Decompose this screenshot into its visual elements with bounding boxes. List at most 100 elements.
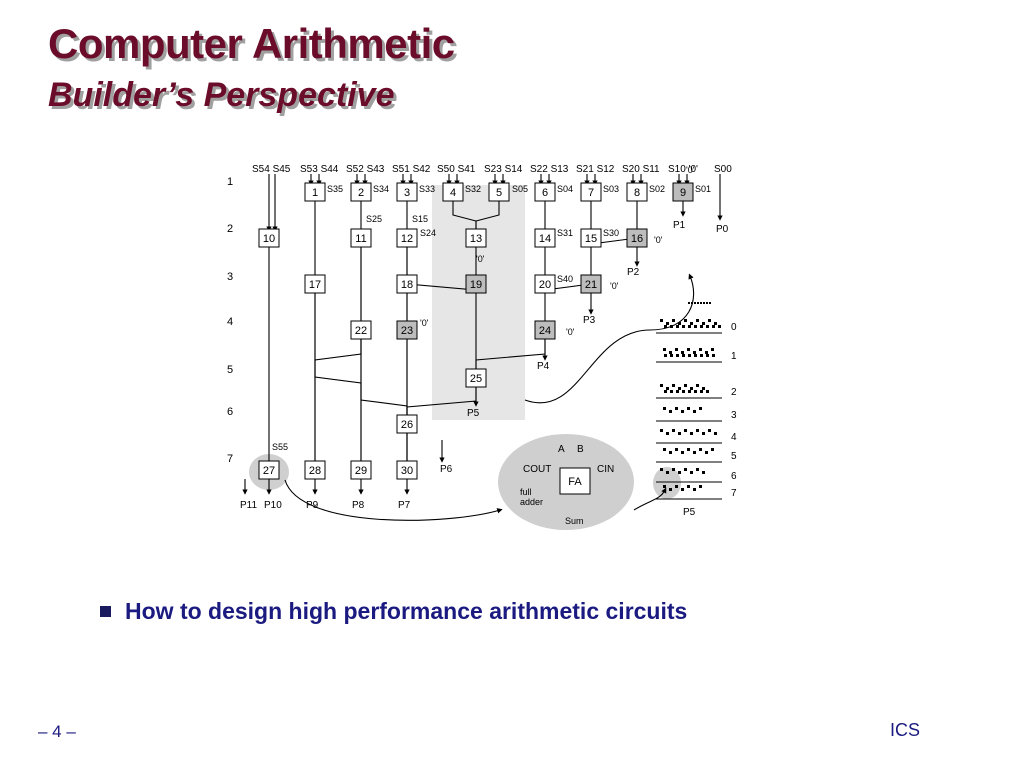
pattern-row-label: 6 (731, 471, 737, 482)
pattern-row-label: 0 (731, 322, 737, 333)
output-label: P0 (716, 224, 729, 235)
pattern-dot (696, 468, 699, 471)
pattern-row-label: 3 (731, 410, 737, 421)
pattern-dot (684, 384, 687, 387)
pattern-dot (697, 302, 699, 304)
adder-node-label: 25 (470, 373, 482, 385)
pattern-dot (694, 354, 697, 357)
pattern-dot (712, 354, 715, 357)
adder-node: 1 (304, 182, 326, 202)
constant-label: '0' (654, 235, 663, 245)
input-label: S01 (695, 184, 711, 194)
adder-node-label: 8 (634, 187, 640, 199)
pattern-dot (718, 325, 721, 328)
adder-node-label: 28 (309, 465, 321, 477)
connector-curve (633, 487, 667, 511)
pattern-dot (684, 319, 687, 322)
pattern-dot (669, 488, 672, 491)
pattern-dot (666, 387, 669, 390)
pattern-dot (687, 448, 690, 451)
adder-node: 24 (534, 320, 556, 340)
pattern-row-label: 4 (731, 432, 737, 443)
adder-node: 12 (396, 228, 418, 248)
adder-node: 13 (465, 228, 487, 248)
constant-label: '0' (686, 165, 695, 175)
input-label: S03 (603, 184, 619, 194)
pattern-dot (687, 407, 690, 410)
adder-node-label: 6 (542, 187, 548, 199)
adder-node-box (534, 182, 556, 202)
pattern-dot (660, 468, 663, 471)
pattern-dot (699, 485, 702, 488)
input-label: S40 (557, 274, 573, 284)
adder-node: 11 (350, 228, 372, 248)
pattern-dot (688, 302, 690, 304)
pattern-dot (660, 429, 663, 432)
adder-node-label: 26 (401, 419, 413, 431)
adder-node-label: 20 (539, 279, 551, 291)
bullet-square-icon (100, 606, 111, 617)
pattern-dot (672, 384, 675, 387)
connector-curve (284, 479, 503, 521)
adder-node: 28 (304, 460, 326, 480)
output-label: P1 (673, 220, 686, 231)
pattern-dot (676, 354, 679, 357)
row-label: 1 (227, 176, 233, 188)
adder-node-label: 3 (404, 187, 410, 199)
pattern-dot (696, 319, 699, 322)
pattern-dot (682, 354, 685, 357)
adder-node-box (396, 414, 418, 434)
pattern-dot (702, 322, 705, 325)
pattern-dot (675, 485, 678, 488)
input-label: S24 (420, 228, 436, 238)
full-adder-cin: CIN (597, 464, 614, 475)
pattern-dot (693, 410, 696, 413)
input-label: S54 S45 (252, 164, 291, 175)
pattern-dot (687, 485, 690, 488)
pattern-dot (688, 354, 691, 357)
pattern-dot (664, 390, 667, 393)
adder-node: 17 (304, 274, 326, 294)
highlight-blob (653, 467, 681, 499)
adder-node-label: 23 (401, 325, 413, 337)
pattern-dot (675, 407, 678, 410)
adder-node-box (304, 274, 326, 294)
input-label: S00 (714, 164, 732, 175)
pattern-dot (706, 354, 709, 357)
row-label: 5 (227, 364, 233, 376)
pattern-dot (681, 351, 684, 354)
adder-node-box (350, 460, 372, 480)
adder-node-box (350, 320, 372, 340)
pattern-dot (681, 410, 684, 413)
pattern-dot (672, 319, 675, 322)
adder-node-label: 22 (355, 325, 367, 337)
pattern-dot (682, 325, 685, 328)
pattern-dot (666, 471, 669, 474)
adder-node: 27 (258, 460, 280, 480)
adder-node: 30 (396, 460, 418, 480)
row-label: 7 (227, 453, 233, 465)
input-label: S22 S13 (530, 164, 569, 175)
pattern-dot (702, 432, 705, 435)
pattern-dot (681, 451, 684, 454)
adder-node-box (442, 182, 464, 202)
adder-node-box (465, 368, 487, 388)
input-label: S55 (272, 442, 288, 452)
pattern-dot (690, 471, 693, 474)
adder-node-label: 18 (401, 279, 413, 291)
adder-node-label: 13 (470, 233, 482, 245)
pattern-dot (670, 325, 673, 328)
course-label: ICS (890, 720, 921, 740)
pattern-dot (702, 387, 705, 390)
input-label: S23 S14 (484, 164, 523, 175)
output-label: P7 (398, 500, 411, 511)
pattern-dot (708, 319, 711, 322)
pattern-dot (702, 471, 705, 474)
adder-node: 9 (672, 182, 694, 202)
output-label: P5 (683, 507, 696, 518)
adder-node-label: 1 (312, 187, 318, 199)
pattern-dot (676, 390, 679, 393)
adder-node-box (580, 228, 602, 248)
adder-node-label: 15 (585, 233, 597, 245)
